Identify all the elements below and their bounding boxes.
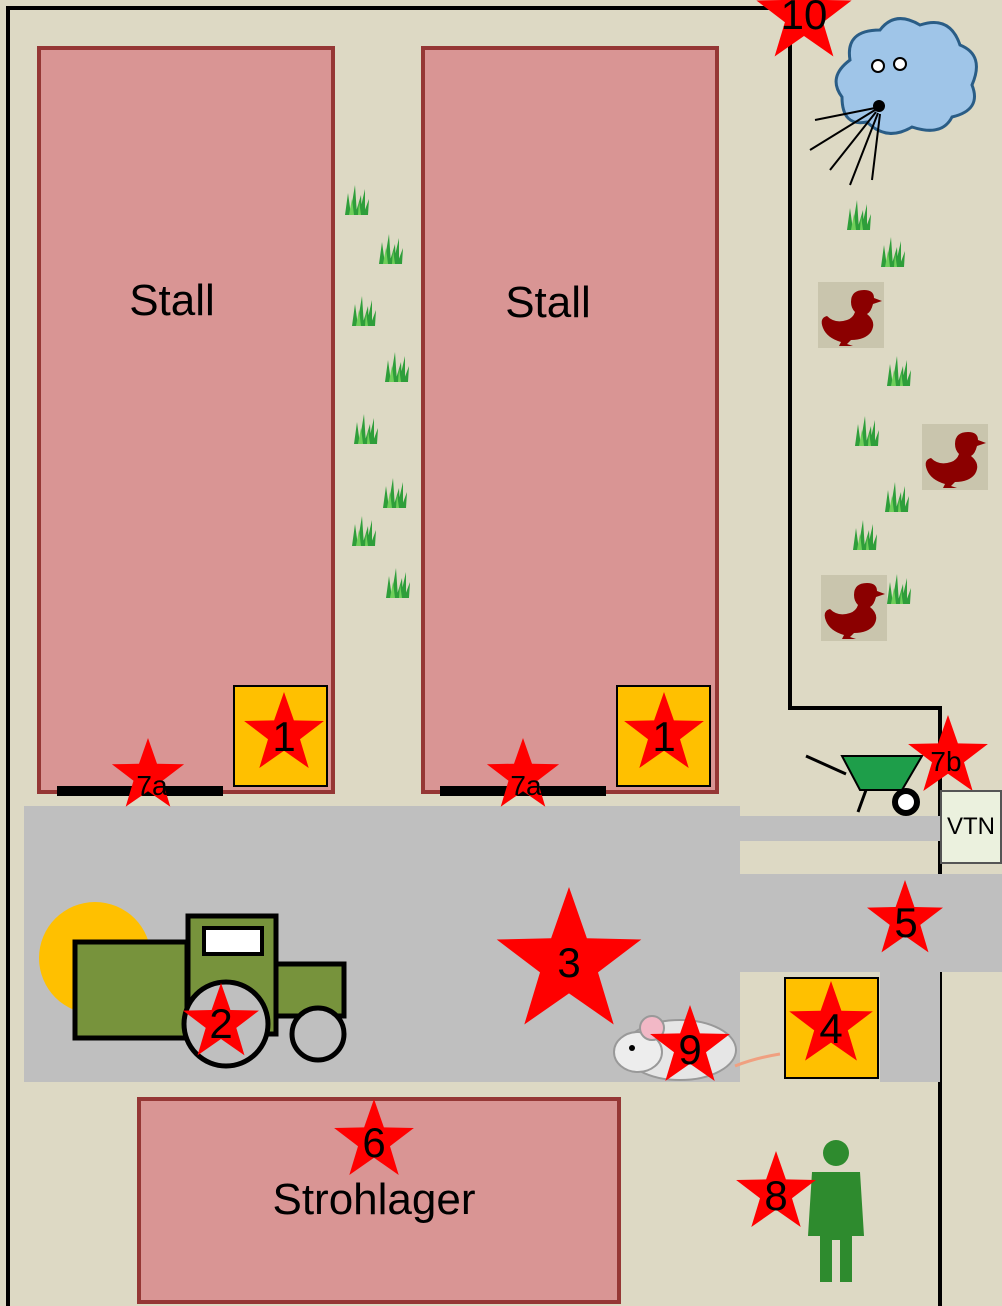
person-icon [808, 1140, 864, 1282]
marker-9: 9 [650, 1029, 730, 1071]
marker-10: 10 [764, 0, 844, 36]
wind-cloud-icon [810, 19, 976, 185]
marker-1-right: 1 [624, 716, 704, 758]
straw-store-label: Strohlager [219, 1175, 529, 1225]
marker-7a-left: 7a [112, 772, 192, 800]
side-lane [880, 972, 940, 1082]
wheelbarrow-icon [806, 756, 922, 813]
marker-1-left: 1 [244, 716, 324, 758]
upper-lane [740, 816, 940, 841]
marker-3: 3 [529, 942, 609, 984]
marker-4: 4 [791, 1008, 871, 1050]
stall-left-label: Stall [90, 276, 254, 326]
stall-left [39, 48, 333, 792]
vtn-box: VTN [940, 790, 1002, 864]
marker-5: 5 [866, 902, 946, 944]
stall-right-label: Stall [466, 278, 630, 328]
stall-right [423, 48, 717, 792]
exit-road-outside [940, 874, 1002, 972]
marker-8: 8 [736, 1175, 816, 1217]
marker-7b: 7b [906, 748, 986, 776]
marker-6: 6 [334, 1122, 414, 1164]
marker-7a-right: 7a [486, 772, 566, 800]
marker-2: 2 [181, 1003, 261, 1045]
